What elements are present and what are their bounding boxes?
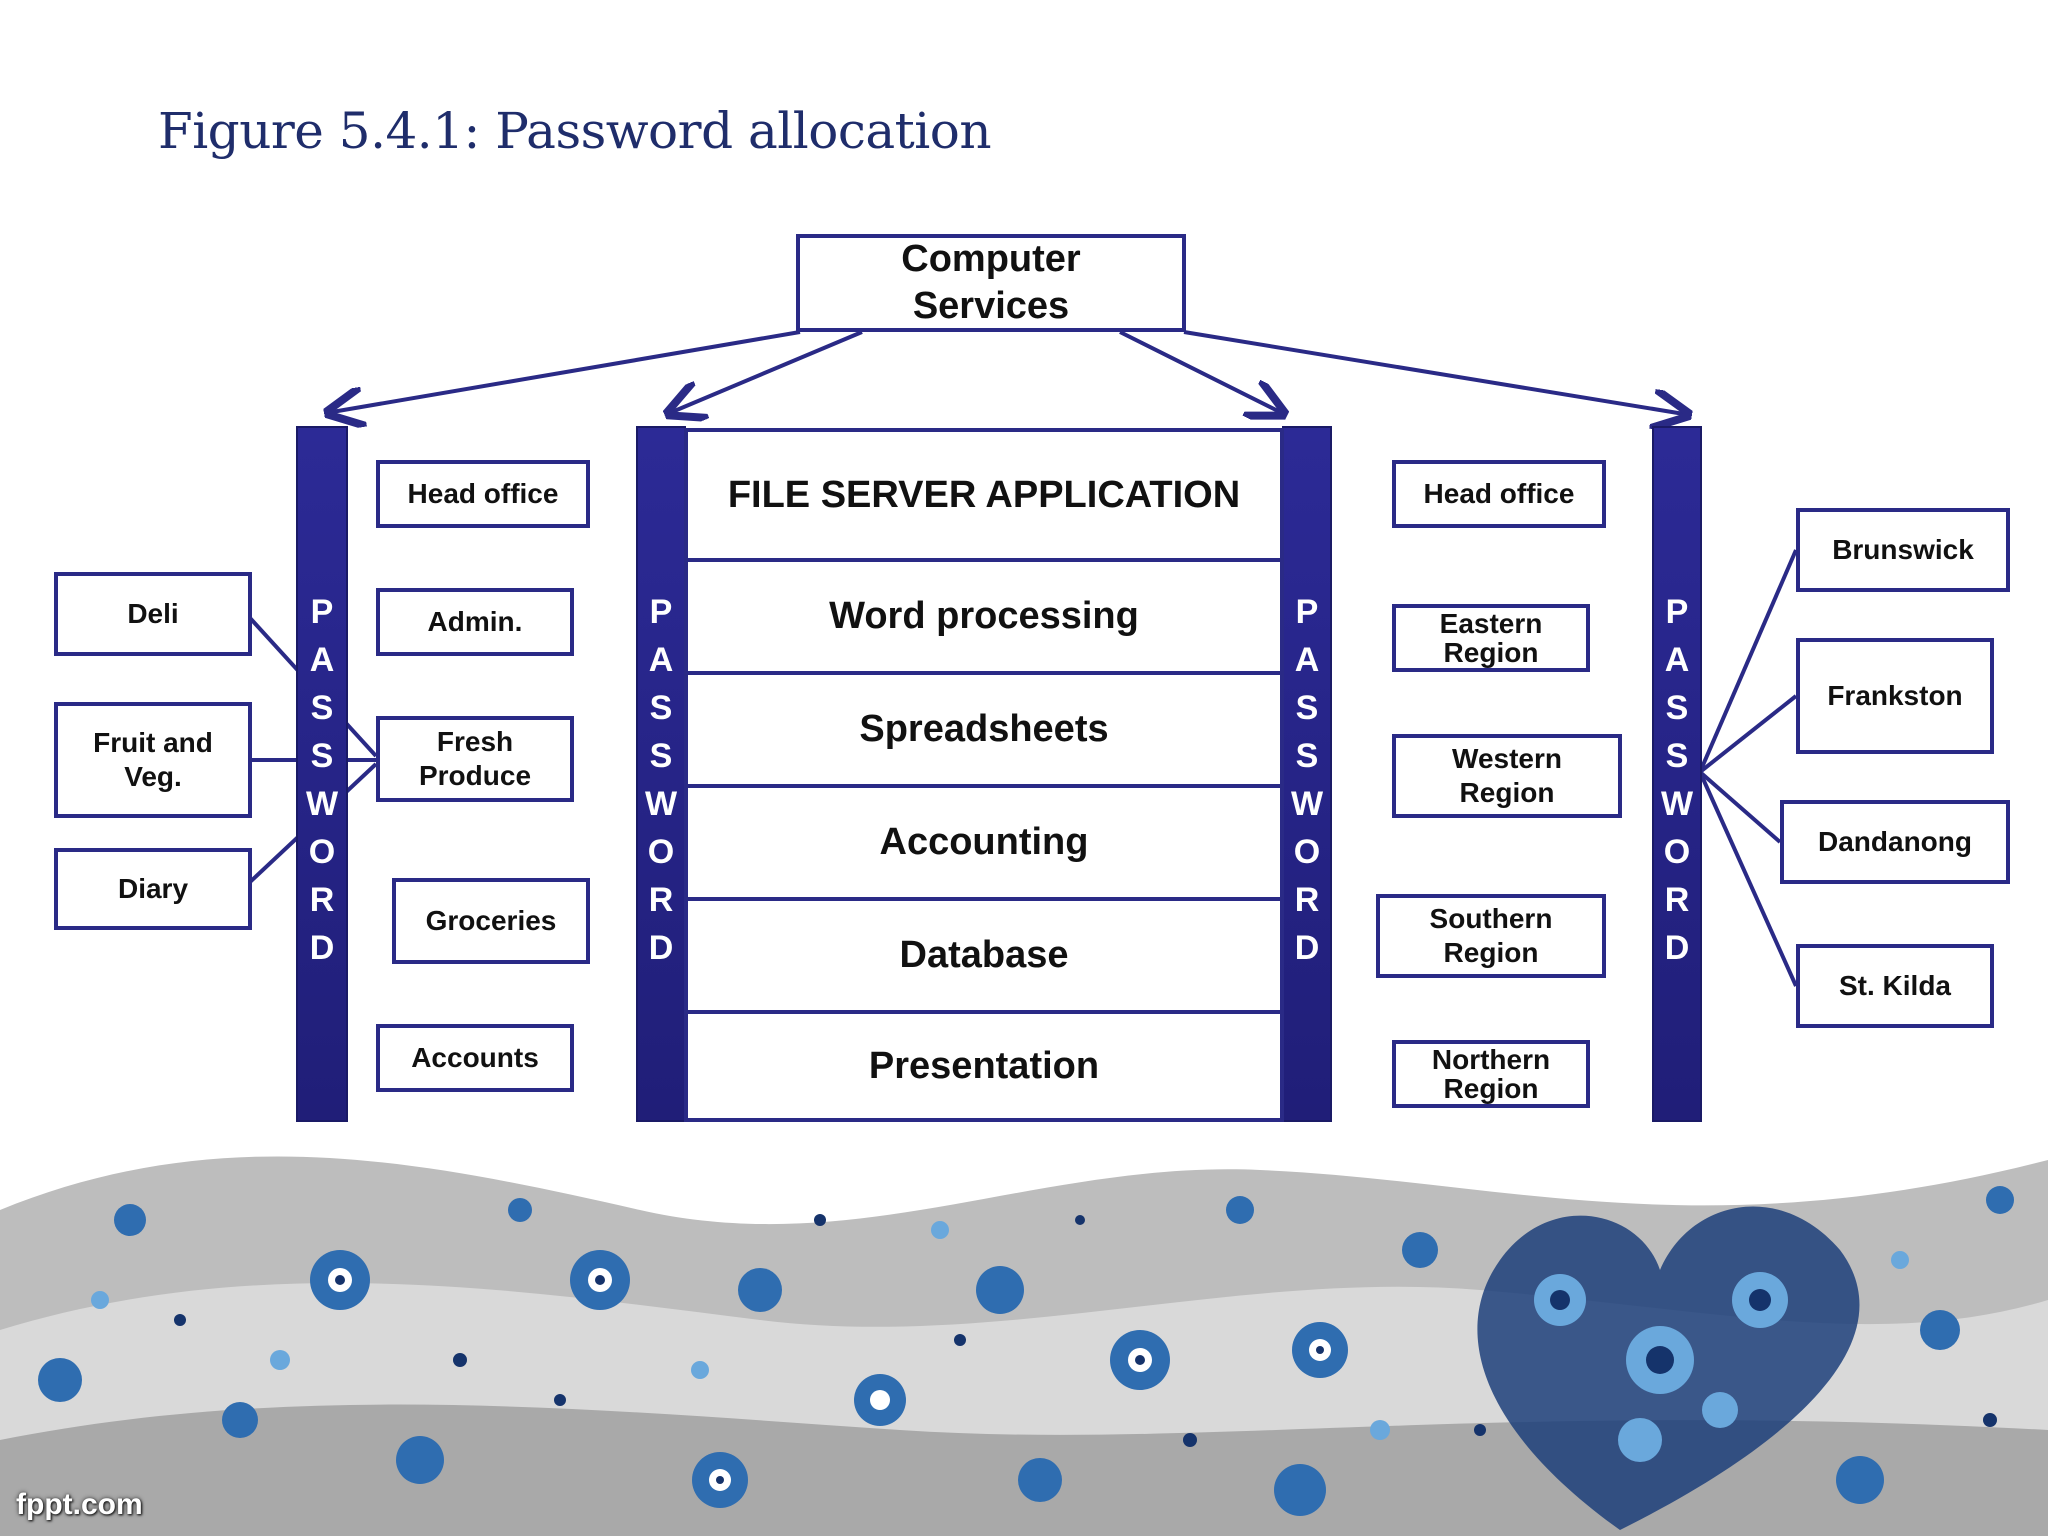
app-database: Database bbox=[688, 901, 1280, 1014]
western-region-line2: Region bbox=[1459, 777, 1555, 808]
left-head-office-box: Head office bbox=[376, 460, 590, 528]
fresh-produce-line1: Fresh bbox=[436, 726, 514, 758]
southern-region-line1: Southern bbox=[1429, 903, 1553, 935]
arrow-to-left-password bbox=[332, 330, 801, 412]
southern-region-line2: Region bbox=[1443, 937, 1539, 968]
computer-services-box: Computer Services bbox=[796, 234, 1186, 332]
eastern-region-line1: Eastern bbox=[1439, 607, 1543, 639]
page-title: Figure 5.4.1: Password allocation bbox=[158, 102, 992, 160]
northern-region-line2: Region bbox=[1443, 1073, 1539, 1104]
line-dandanong bbox=[1698, 770, 1782, 844]
app-accounting: Accounting bbox=[688, 788, 1280, 901]
southern-region-box: Southern Region bbox=[1376, 894, 1606, 978]
line-st-kilda bbox=[1698, 771, 1798, 987]
western-region-box: Western Region bbox=[1392, 734, 1622, 818]
file-server-header: FILE SERVER APPLICATION bbox=[688, 432, 1280, 562]
branch-st-kilda-box: St. Kilda bbox=[1796, 944, 1994, 1028]
line-frankston bbox=[1698, 694, 1798, 774]
arrow-to-center-right-password bbox=[1119, 330, 1280, 412]
app-presentation: Presentation bbox=[868, 1044, 1100, 1087]
line-brunswick bbox=[1698, 549, 1798, 773]
computer-services-line1: Computer bbox=[901, 237, 1081, 280]
western-region-line1: Western bbox=[1452, 743, 1562, 775]
branch-brunswick-box: Brunswick bbox=[1796, 508, 2010, 592]
northern-region-line1: Northern bbox=[1431, 1043, 1551, 1075]
fresh-produce-line2: Produce bbox=[418, 760, 532, 791]
computer-services-line2: Services bbox=[912, 285, 1070, 327]
fresh-produce-box: Fresh Produce bbox=[376, 716, 574, 802]
deli-box: Deli bbox=[54, 572, 252, 656]
branch-frankston-box: Frankston bbox=[1796, 638, 1994, 754]
app-word-processing: Word processing bbox=[688, 562, 1280, 675]
eastern-region-box: Eastern Region bbox=[1392, 604, 1590, 672]
accounts-box: Accounts bbox=[376, 1024, 574, 1092]
app-spreadsheets: Spreadsheets bbox=[688, 675, 1280, 788]
admin-box: Admin. bbox=[376, 588, 574, 656]
eastern-region-line2: Region bbox=[1443, 637, 1539, 668]
right-head-office-box: Head office bbox=[1392, 460, 1606, 528]
branch-dandanong-box: Dandanong bbox=[1780, 800, 2010, 884]
diary-box: Diary bbox=[54, 848, 252, 930]
floral-banner bbox=[0, 1156, 2048, 1536]
northern-region-box: Northern Region bbox=[1392, 1040, 1590, 1108]
fruit-veg-line2: Veg. bbox=[124, 761, 182, 792]
arrow-to-center-left-password bbox=[672, 330, 863, 412]
groceries-box: Groceries bbox=[392, 878, 590, 964]
file-server-application: FILE SERVER APPLICATION Word processing … bbox=[684, 428, 1284, 1122]
fruit-veg-box: Fruit and Veg. bbox=[54, 702, 252, 818]
fruit-veg-line1: Fruit and bbox=[93, 727, 213, 759]
arrow-to-right-password bbox=[1183, 330, 1684, 414]
fppt-watermark: fppt.com bbox=[16, 1488, 143, 1521]
